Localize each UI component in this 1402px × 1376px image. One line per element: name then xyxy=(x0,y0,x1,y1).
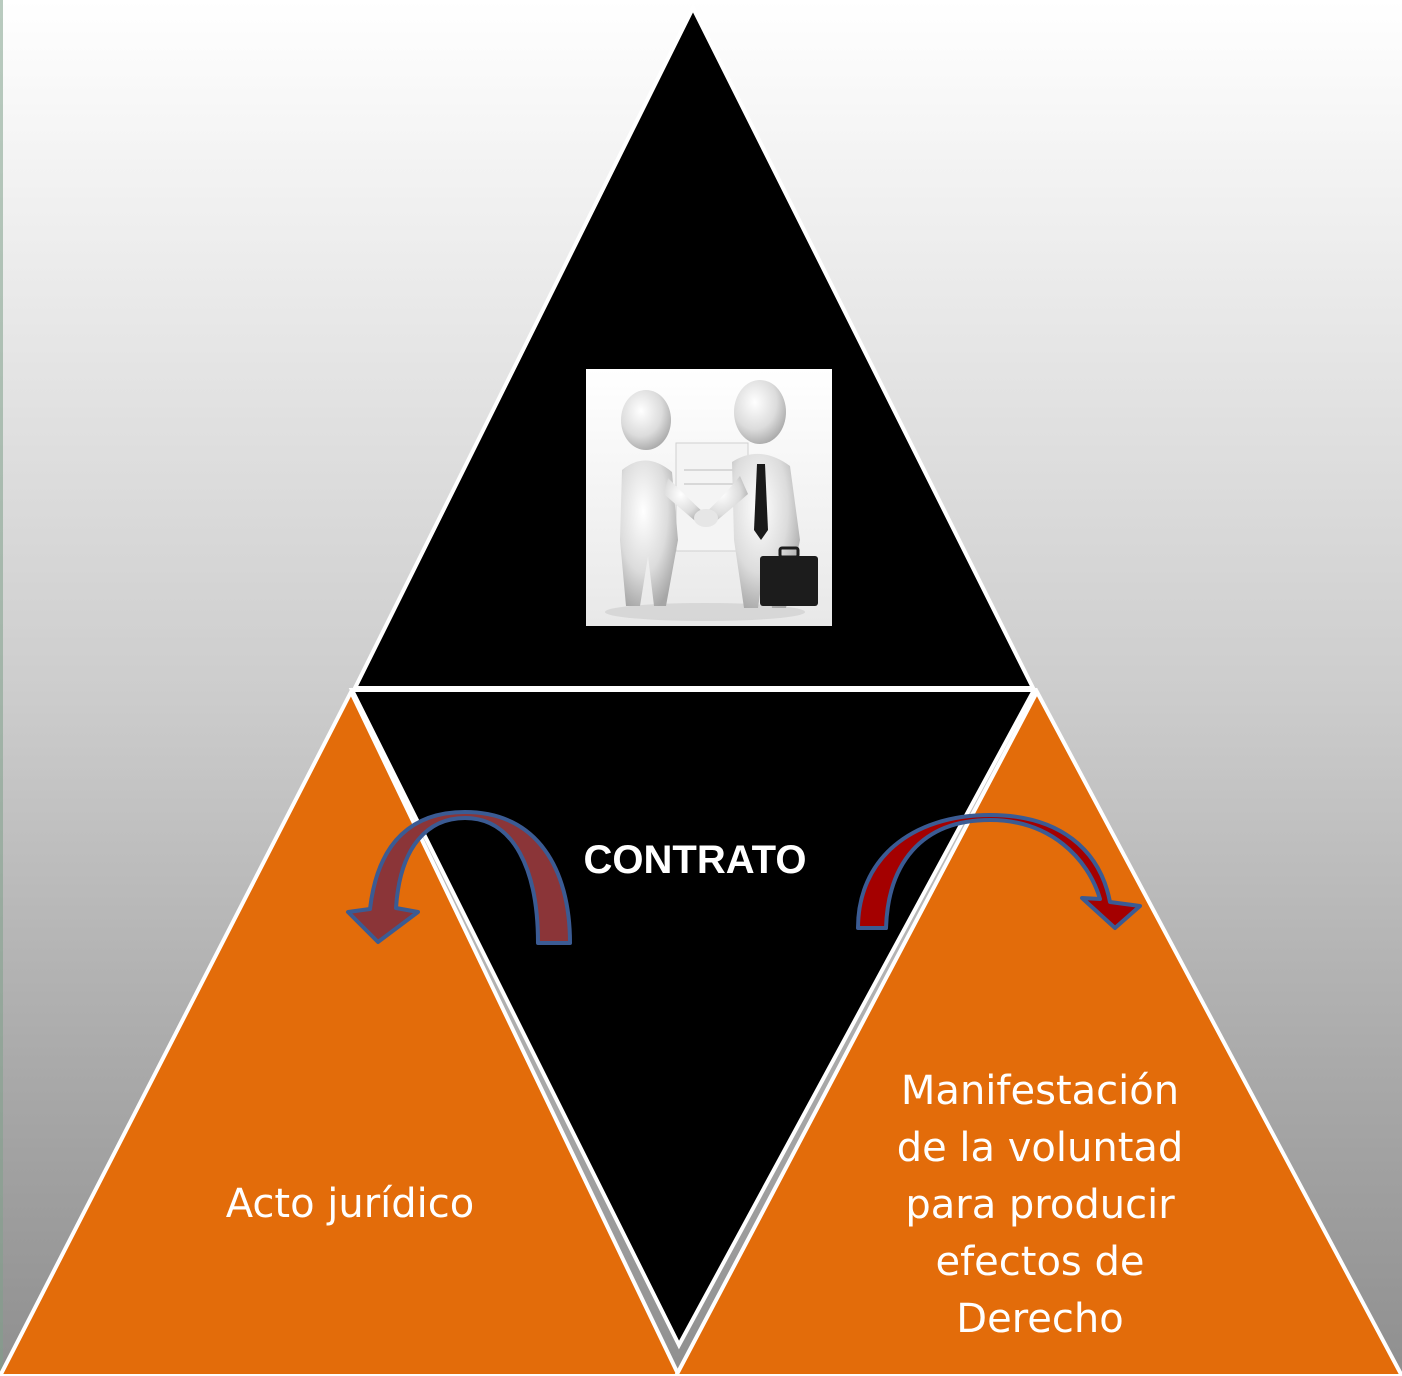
right-label-line: para producir xyxy=(905,1182,1175,1228)
left-triangle xyxy=(0,687,682,1376)
right-label-line: Derecho xyxy=(956,1296,1124,1342)
right-label-line: efectos de xyxy=(935,1239,1145,1285)
right-label-line: Manifestación xyxy=(900,1068,1180,1114)
left-triangle-label: Acto jurídico xyxy=(225,1181,475,1227)
handshake-icon xyxy=(586,369,832,626)
left-curved-arrow xyxy=(346,810,572,945)
right-label-line: de la voluntad xyxy=(896,1125,1184,1171)
center-label: CONTRATO xyxy=(583,838,807,882)
right-triangle-label: Manifestación de la voluntad para produc… xyxy=(855,1063,1225,1348)
right-triangle xyxy=(673,687,1402,1376)
right-curved-arrow xyxy=(856,813,1142,930)
